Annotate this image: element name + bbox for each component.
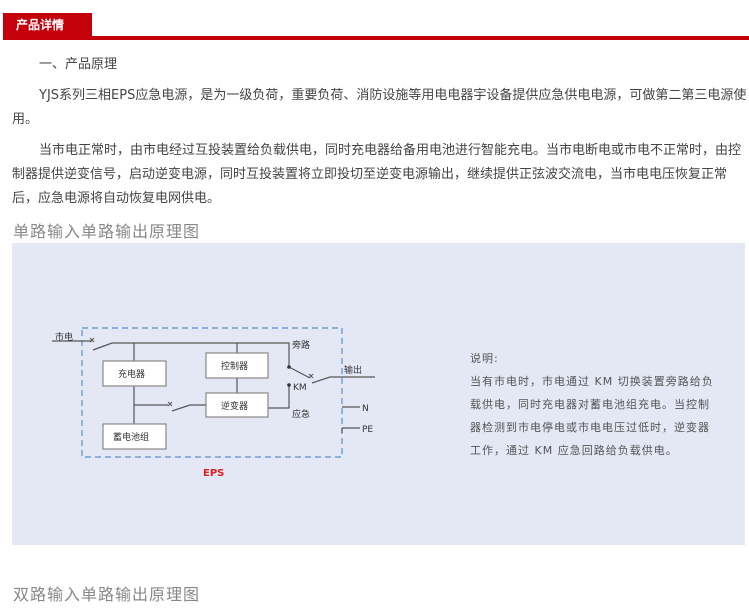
charger-box	[102, 360, 167, 387]
diagram1-title: 单路输入单路输出原理图	[13, 222, 201, 241]
pe-label: PE	[362, 425, 373, 435]
note-line: 器检测到市电停电或市电电压过低时，逆变器	[470, 421, 710, 434]
paragraph-principle: 当市电正常时，由市电经过互投装置给负载供电，同时充电器给备用电池进行智能充电。当…	[12, 143, 742, 206]
output-label: 输出	[344, 364, 362, 376]
note-line: 载供电，同时充电器对蓄电池组充电。当控制	[470, 398, 710, 411]
note-line: 工作，通过 KM 应急回路给负载供电。	[470, 444, 678, 457]
tab-bar: 产品详情	[3, 13, 749, 40]
n-label: N	[362, 404, 369, 414]
note-title: 说明:	[470, 352, 499, 365]
eps-label: EPS	[203, 468, 224, 479]
inverter-box	[205, 392, 269, 418]
eps-boundary	[81, 327, 343, 458]
diagram-note: 说明: 当有市电时，市电通过 KM 切换装置旁路给负 载供电，同时充电器对蓄电池…	[470, 347, 749, 462]
section-title: 一、产品原理	[39, 57, 118, 72]
paragraph-intro: YJS系列三相EPS应急电源，是为一级负荷，重要负荷、消防设施等用电电器宇设备提…	[12, 88, 747, 127]
tab-product-details[interactable]: 产品详情	[3, 13, 92, 36]
diagram1-panel: 市电 充电器 蓄电池组 控制器 逆变器 旁路 KM 应急 输出 N PE EPS…	[12, 243, 745, 545]
wiring	[52, 337, 375, 433]
controller-box	[205, 352, 269, 379]
controller-label: 控制器	[221, 360, 248, 372]
eps-schematic: 市电 充电器 蓄电池组 控制器 逆变器 旁路 KM 应急 输出 N PE EPS	[52, 327, 375, 479]
diagram2-title: 双路输入单路输出原理图	[13, 585, 201, 604]
note-line: 当有市电时，市电通过 KM 切换装置旁路给负	[470, 375, 714, 388]
charger-label: 充电器	[118, 368, 145, 380]
bypass-label: 旁路	[292, 339, 310, 351]
mains-label: 市电	[55, 331, 73, 343]
km-label: KM	[293, 383, 307, 393]
battery-box	[102, 423, 167, 450]
inverter-label: 逆变器	[221, 400, 248, 412]
emergency-label: 应急	[292, 408, 310, 420]
battery-label: 蓄电池组	[113, 431, 149, 443]
